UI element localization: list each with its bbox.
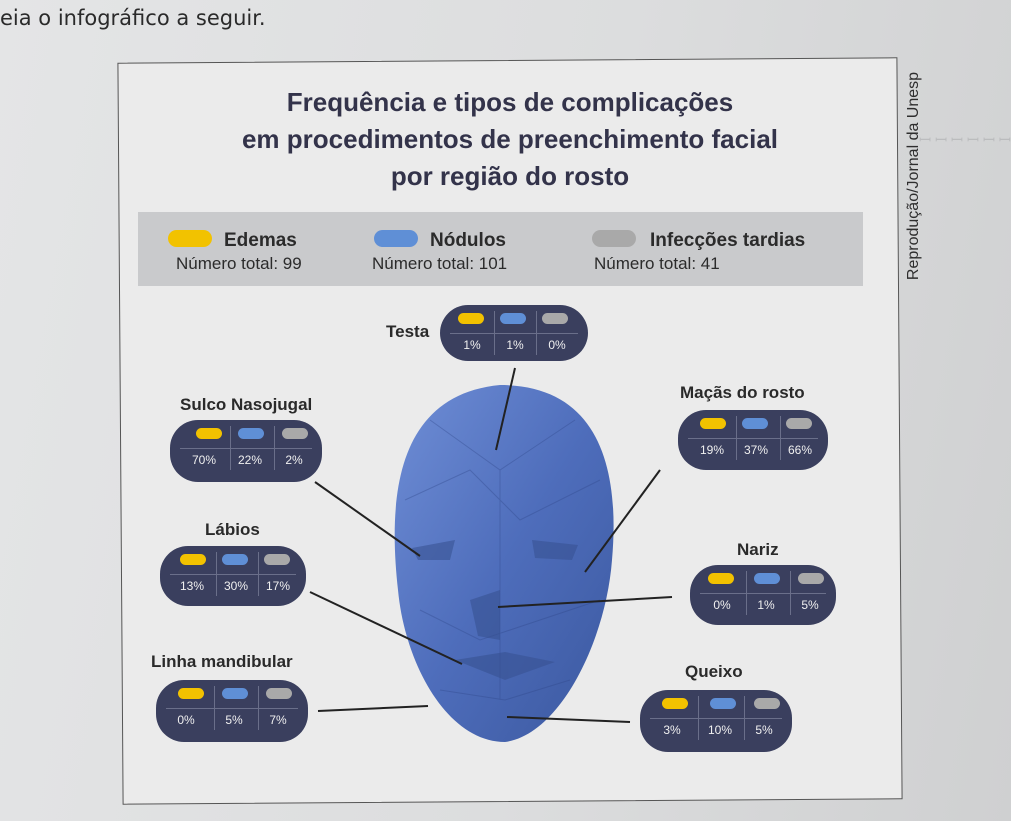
value-edemas: 0% — [177, 713, 195, 727]
label-sulco-nasojugal: Sulco Nasojugal — [180, 395, 313, 414]
value-edemas: 13% — [179, 579, 205, 593]
line-labios — [309, 591, 463, 665]
title-line-2: em procedimentos de preenchimento facial — [241, 124, 779, 154]
value-nodulos: 10% — [707, 723, 733, 737]
edemas-pill-icon — [700, 418, 726, 429]
infeccoes-pill-icon — [264, 554, 290, 565]
infeccoes-pill-icon — [798, 573, 824, 584]
value-infeccoes: 5% — [755, 723, 773, 737]
infographic-title: Frequência e tipos de complicações em pr… — [150, 84, 870, 195]
stat-card-testa: 1% 1% 0% — [440, 305, 588, 361]
legend-name: Nódulos — [430, 230, 506, 251]
infeccoes-swatch-icon — [592, 230, 636, 247]
value-edemas: 3% — [663, 723, 681, 737]
stat-card-linha-mandibular: 0% 5% 7% — [156, 680, 308, 742]
intro-text: eia o infográfico a seguir. — [0, 6, 266, 30]
infeccoes-pill-icon — [266, 688, 292, 699]
label-queixo: Queixo — [685, 662, 743, 681]
line-mandibula — [317, 705, 429, 712]
value-infeccoes: 2% — [285, 453, 303, 467]
nodulos-pill-icon — [500, 313, 526, 324]
value-edemas: 0% — [713, 598, 731, 612]
edemas-pill-icon — [662, 698, 688, 709]
value-infeccoes: 66% — [787, 443, 813, 457]
edemas-swatch-icon — [168, 230, 212, 247]
stat-card-labios: 13% 30% 17% — [160, 546, 306, 606]
legend-total: Número total: 41 — [594, 254, 720, 273]
stat-card-sulco-nasojugal: 70% 22% 2% — [170, 420, 322, 482]
value-nodulos: 30% — [223, 579, 249, 593]
infeccoes-pill-icon — [754, 698, 780, 709]
infeccoes-pill-icon — [786, 418, 812, 429]
value-nodulos: 37% — [743, 443, 769, 457]
value-infeccoes: 7% — [269, 713, 287, 727]
line-macas — [584, 469, 661, 573]
legend-name: Infecções tardias — [650, 230, 806, 251]
value-edemas: 19% — [699, 443, 725, 457]
edemas-pill-icon — [178, 688, 204, 699]
label-linha-mandibular: Linha mandibular — [151, 652, 293, 671]
title-line-1: Frequência e tipos de complicações — [286, 87, 734, 117]
stat-card-nariz: 0% 1% 5% — [690, 565, 836, 625]
label-testa: Testa — [386, 322, 430, 341]
nodulos-pill-icon — [710, 698, 736, 709]
value-edemas: 70% — [191, 453, 217, 467]
value-nodulos: 1% — [757, 598, 775, 612]
legend-total: Número total: 101 — [372, 254, 508, 273]
label-labios: Lábios — [205, 520, 260, 539]
title-line-3: por região do rosto — [390, 161, 630, 191]
nodulos-pill-icon — [754, 573, 780, 584]
legend-name: Edemas — [224, 230, 297, 251]
legend-total: Número total: 99 — [176, 254, 302, 273]
nodulos-pill-icon — [222, 688, 248, 699]
value-infeccoes: 17% — [265, 579, 291, 593]
value-infeccoes: 0% — [548, 338, 566, 352]
value-nodulos: 5% — [225, 713, 243, 727]
infeccoes-pill-icon — [282, 428, 308, 439]
value-edemas: 1% — [463, 338, 481, 352]
line-sulco — [314, 481, 421, 557]
label-macas-do-rosto: Maçãs do rosto — [680, 383, 805, 402]
image-credit: Reprodução/Jornal da Unesp — [905, 71, 922, 281]
stat-card-queixo: 3% 10% 5% — [640, 690, 792, 752]
edemas-pill-icon — [708, 573, 734, 584]
legend: Edemas Número total: 99 Nódulos Número t… — [138, 212, 863, 286]
line-queixo — [506, 716, 631, 723]
value-infeccoes: 5% — [801, 598, 819, 612]
background-text: ꟷ ꟷ ꟷ ꟷ ꟷ ꟷ — [918, 133, 1011, 149]
value-nodulos: 22% — [237, 453, 263, 467]
line-nariz — [497, 596, 673, 608]
edemas-pill-icon — [196, 428, 222, 439]
infeccoes-pill-icon — [542, 313, 568, 324]
stat-card-macas-do-rosto: 19% 37% 66% — [678, 410, 828, 470]
nodulos-pill-icon — [222, 554, 248, 565]
edemas-pill-icon — [458, 313, 484, 324]
label-nariz: Nariz — [737, 540, 779, 559]
nodulos-pill-icon — [238, 428, 264, 439]
line-testa — [495, 367, 516, 451]
nodulos-swatch-icon — [374, 230, 418, 247]
value-nodulos: 1% — [506, 338, 524, 352]
nodulos-pill-icon — [742, 418, 768, 429]
face-shape — [394, 385, 614, 742]
edemas-pill-icon — [180, 554, 206, 565]
